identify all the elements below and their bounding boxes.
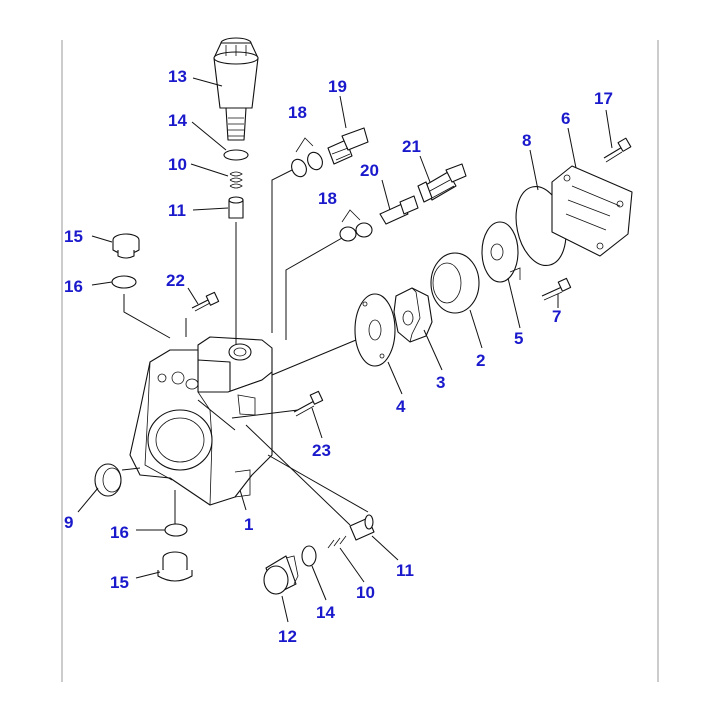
callout-4: 4 bbox=[396, 397, 406, 416]
callout-1: 1 bbox=[244, 515, 253, 534]
callout-14: 14 bbox=[316, 603, 335, 622]
part-10-spring-top bbox=[229, 171, 243, 189]
callout-19: 19 bbox=[328, 77, 347, 96]
callout-16: 16 bbox=[110, 523, 129, 542]
callout-21: 21 bbox=[402, 137, 421, 156]
part-19-banjo-bolt bbox=[327, 127, 369, 165]
callout-11: 11 bbox=[396, 561, 414, 580]
part-14-o-ring-top bbox=[223, 149, 249, 161]
part-11-valve-lower bbox=[349, 514, 375, 541]
callout-labels: 13 14 10 11 15 16 22 18 19 21 20 18 8 6 … bbox=[64, 67, 613, 646]
part-15-plug-top bbox=[112, 233, 140, 259]
callout-3: 3 bbox=[436, 373, 445, 392]
part-15-plug-lower bbox=[157, 551, 193, 582]
part-21-fitting bbox=[417, 163, 467, 203]
callout-11: 11 bbox=[168, 201, 186, 220]
part-17-bolt bbox=[603, 137, 632, 163]
part-18-washers-upper bbox=[291, 137, 323, 178]
callout-2: 2 bbox=[476, 351, 485, 370]
callout-10: 10 bbox=[168, 155, 187, 174]
callout-8: 8 bbox=[522, 131, 531, 150]
part-3-rotor bbox=[393, 287, 433, 343]
callout-16: 16 bbox=[64, 277, 83, 296]
callout-17: 17 bbox=[594, 89, 613, 108]
part-23-bolt bbox=[293, 390, 324, 417]
part-9-oil-seal bbox=[94, 463, 122, 497]
callout-15: 15 bbox=[64, 227, 83, 246]
part-1-housing bbox=[129, 336, 273, 506]
part-20-bolt bbox=[379, 195, 419, 225]
callout-13: 13 bbox=[168, 67, 187, 86]
part-14-o-ring-lower bbox=[301, 545, 317, 567]
callout-23: 23 bbox=[312, 441, 331, 460]
callout-20: 20 bbox=[360, 161, 379, 180]
part-4-side-plate bbox=[354, 293, 396, 367]
callout-15: 15 bbox=[110, 573, 129, 592]
part-2-cam-ring bbox=[430, 252, 480, 314]
part-10-spring-lower bbox=[327, 535, 347, 549]
part-11-valve-top bbox=[228, 196, 244, 219]
part-13-priming-handle bbox=[213, 37, 259, 141]
callout-14: 14 bbox=[168, 111, 187, 130]
part-16-gasket-lower bbox=[164, 523, 188, 537]
callout-leaders bbox=[77, 77, 613, 623]
callout-22: 22 bbox=[166, 271, 185, 290]
callout-12: 12 bbox=[278, 627, 297, 646]
part-5-end-plate bbox=[481, 221, 521, 283]
part-7-bolt bbox=[541, 277, 572, 301]
part-22-bolt bbox=[191, 291, 220, 312]
callout-5: 5 bbox=[514, 329, 523, 348]
leader-lines bbox=[121, 165, 369, 526]
callout-9: 9 bbox=[64, 513, 73, 532]
part-12-plug bbox=[263, 555, 299, 595]
part-6-cover bbox=[551, 165, 633, 257]
callout-18: 18 bbox=[288, 103, 307, 122]
callout-6: 6 bbox=[561, 109, 570, 128]
callout-7: 7 bbox=[552, 307, 561, 326]
part-18-washers-lower bbox=[339, 209, 373, 242]
callout-10: 10 bbox=[356, 583, 375, 602]
part-16-gasket-top bbox=[111, 275, 137, 289]
callout-18: 18 bbox=[318, 189, 337, 208]
